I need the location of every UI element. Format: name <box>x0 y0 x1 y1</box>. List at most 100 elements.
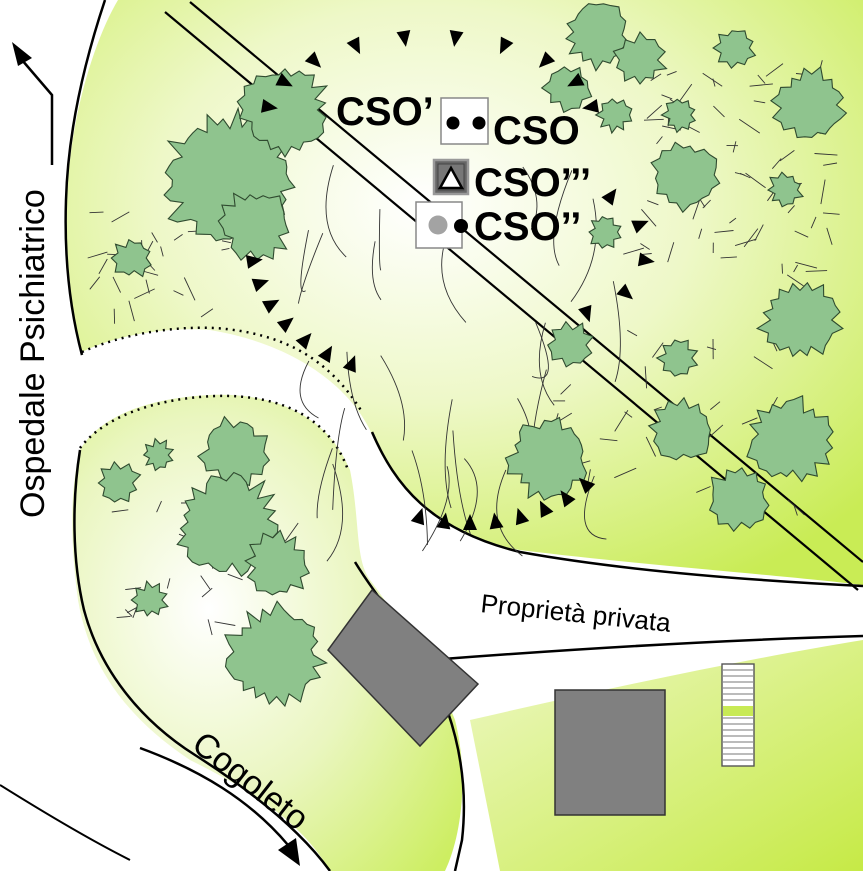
terrain-line <box>531 322 549 379</box>
tree-icon <box>504 416 588 501</box>
road-edge-upper-inner <box>370 431 863 588</box>
terrain-line <box>627 329 638 337</box>
terrain-line <box>300 230 309 292</box>
tree-icon <box>594 98 633 135</box>
terrain-line <box>444 399 453 509</box>
terrain-line <box>221 240 231 244</box>
terrain-line <box>173 234 183 241</box>
terrain-line <box>227 573 243 581</box>
terrain-line <box>538 322 555 406</box>
terrain-line <box>570 198 597 302</box>
terrain-line <box>786 274 804 287</box>
terrain-line <box>787 499 805 516</box>
terrain-line <box>698 228 703 239</box>
tree-icon <box>110 238 152 278</box>
scarp-tick <box>276 317 294 333</box>
scarp-tick <box>410 507 425 526</box>
terrain-line <box>346 351 367 430</box>
staircase <box>721 663 755 767</box>
terrain-line <box>371 241 382 301</box>
building-lower-left <box>327 588 480 748</box>
tree-icon <box>224 600 328 708</box>
terrain-line <box>702 199 711 209</box>
scarp-tick <box>582 99 599 113</box>
terrain-line <box>156 500 162 513</box>
terrain-line <box>645 436 657 457</box>
terrain-line <box>794 230 809 238</box>
terrain-line <box>706 346 717 351</box>
terrain-line <box>666 70 677 76</box>
terrain-line <box>814 153 838 156</box>
scarp-tick <box>251 278 269 292</box>
terrain-line <box>560 384 572 395</box>
terrain-line <box>612 281 621 382</box>
terrain-line <box>422 466 450 552</box>
terrain-line <box>743 228 759 248</box>
terrain-line <box>644 366 648 389</box>
property-boundary-lower <box>79 394 350 471</box>
label-cso-triple: CSO’’’ <box>474 161 591 205</box>
terrain-line <box>214 621 236 626</box>
road-edge-main-west <box>64 0 107 356</box>
terrain-line <box>753 356 773 370</box>
cso-dot <box>472 116 486 130</box>
direction-arrows <box>12 42 300 866</box>
tree-icon <box>655 339 699 377</box>
terrain-line <box>714 230 734 233</box>
terrain-line <box>739 172 751 179</box>
terrain-line <box>380 355 406 441</box>
terrain-line <box>678 83 693 103</box>
terrain-line <box>656 136 663 145</box>
scarp-tick <box>463 514 477 530</box>
cso-double-black-dot <box>454 219 468 233</box>
terrain-line <box>200 575 211 590</box>
scarp-tick <box>631 220 649 234</box>
scarp-tick <box>295 333 312 350</box>
scarp-tick <box>304 51 322 68</box>
terrain-line <box>332 407 346 510</box>
terrain-line <box>738 118 761 134</box>
tree-icon <box>217 192 290 262</box>
terrain-line <box>316 448 333 519</box>
terrain-line <box>134 288 155 299</box>
terrain-line <box>779 150 795 162</box>
tree-icon <box>746 394 834 483</box>
scarp-tick <box>245 255 263 269</box>
terrain-line <box>667 242 675 263</box>
terrain-line <box>183 277 196 301</box>
terrain-line <box>754 224 764 242</box>
terrain-line <box>221 247 230 251</box>
lower-right-vegetated-area <box>470 640 863 871</box>
terrain-line <box>781 263 783 274</box>
scarp-tick <box>578 304 592 323</box>
terrain-line <box>696 486 711 493</box>
terrain-line <box>640 243 650 250</box>
terrain-line <box>820 179 826 205</box>
scarp-tick <box>275 72 293 87</box>
terrain-line <box>787 205 795 214</box>
scarp-tick <box>616 283 633 300</box>
cso-triple-marker <box>432 158 470 196</box>
terrain-line <box>89 211 104 214</box>
label-cso-double: CSO’’ <box>474 205 581 249</box>
terrain-line <box>745 172 766 189</box>
terrain-line <box>647 200 659 206</box>
terrain-line <box>771 158 782 169</box>
terrain-line <box>823 162 838 166</box>
road-edge-lower-upper <box>429 634 863 662</box>
terrain-line <box>765 63 784 77</box>
scarp-tick <box>346 36 361 55</box>
tree-icon <box>660 98 697 134</box>
terrain-line <box>144 271 159 276</box>
terrain-line <box>151 232 158 243</box>
scarp-tick <box>538 51 556 68</box>
terrain-line <box>753 100 766 104</box>
terrain-line <box>702 72 723 87</box>
scarp-tick <box>515 507 530 526</box>
tree-icon <box>565 3 630 72</box>
triangle-icon <box>437 165 465 190</box>
terrain-line <box>285 522 299 542</box>
terrain-line <box>160 246 164 257</box>
cso-marker-pair <box>440 97 489 145</box>
terrain-line <box>732 141 737 153</box>
